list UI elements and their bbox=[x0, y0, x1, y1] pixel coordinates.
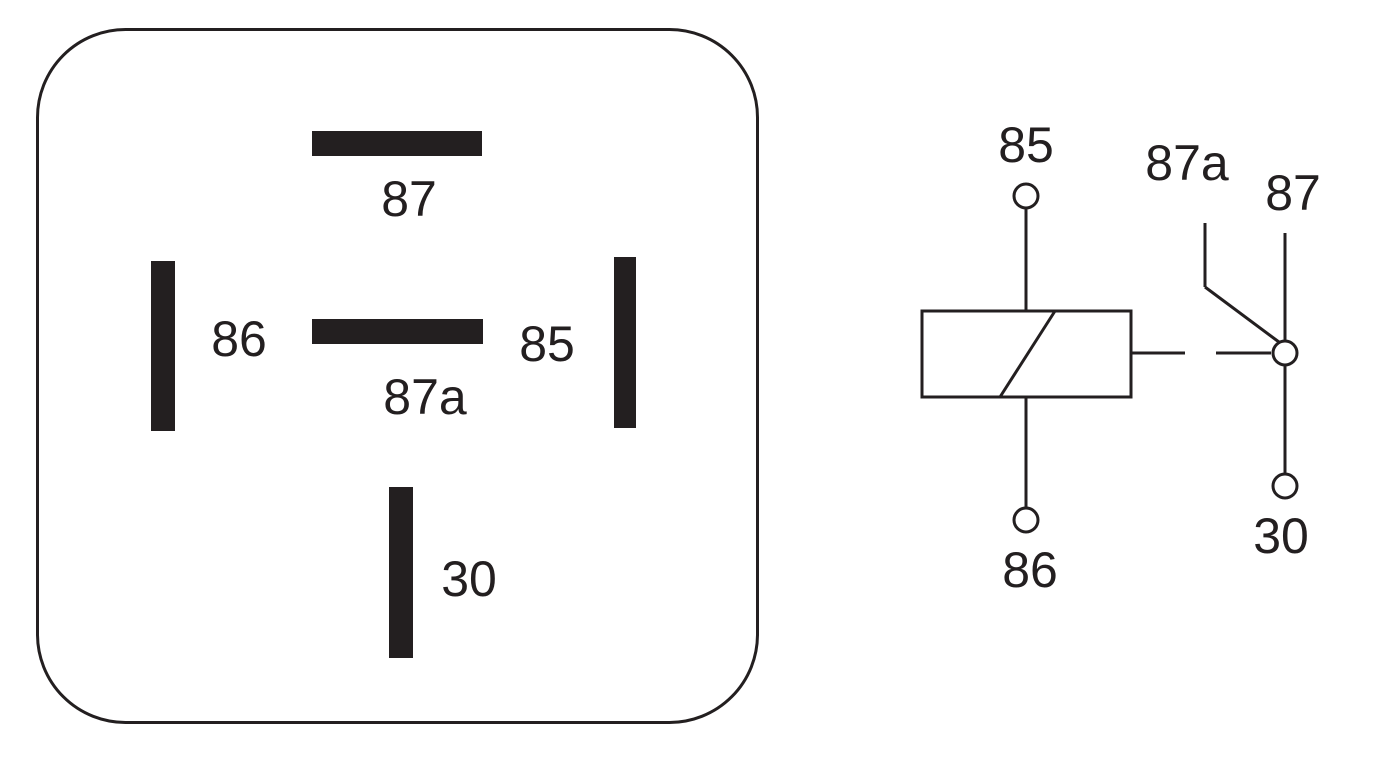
pin-87-blade bbox=[312, 131, 482, 156]
pin-86-label: 86 bbox=[211, 311, 267, 367]
switch-arm bbox=[1204, 285, 1284, 347]
pin-85-blade bbox=[614, 257, 636, 428]
coil-terminal-85-label: 85 bbox=[998, 117, 1054, 173]
switch-terminal-30 bbox=[1271, 472, 1299, 500]
coil-terminal-86-label: 86 bbox=[1002, 542, 1058, 598]
pin-30-label: 30 bbox=[441, 551, 497, 607]
coil-terminal-86 bbox=[1012, 506, 1040, 534]
pin-30-blade bbox=[389, 487, 413, 658]
switch-pivot bbox=[1271, 339, 1299, 367]
coil-winding-slash bbox=[998, 310, 1057, 398]
relay-housing-outline bbox=[36, 28, 759, 724]
pin-87-label: 87 bbox=[381, 171, 437, 227]
relay-schematic: 85 86 87a 87 30 bbox=[920, 117, 1321, 598]
pin-87a-blade bbox=[312, 319, 483, 344]
coil-terminal-85 bbox=[1012, 182, 1040, 210]
relay-footprint: 87 86 87a 85 30 bbox=[36, 28, 759, 724]
switch-30-label: 30 bbox=[1253, 508, 1309, 564]
pin-86-blade bbox=[151, 261, 175, 431]
switch-87-label: 87 bbox=[1265, 165, 1321, 221]
pin-85-label: 85 bbox=[519, 316, 575, 372]
pin-87a-label: 87a bbox=[383, 369, 467, 425]
switch-87a-label: 87a bbox=[1145, 135, 1229, 191]
